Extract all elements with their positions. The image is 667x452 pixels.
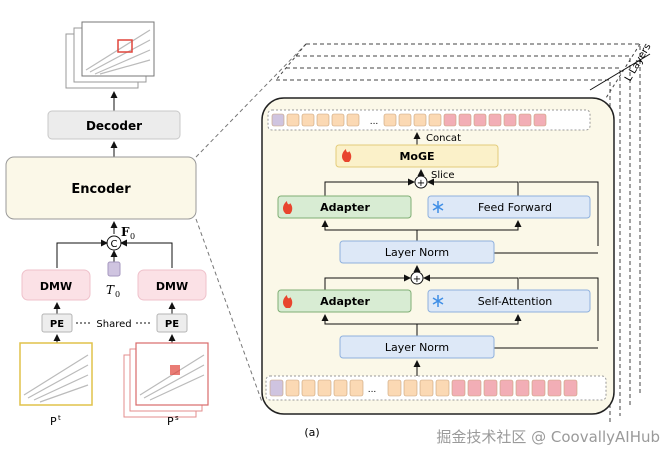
token-r (483, 379, 498, 397)
slice-label: Slice (431, 170, 455, 181)
self-attention-snowflake-icon (432, 295, 444, 307)
concat-label: Concat (426, 133, 461, 144)
ps-superscript: s (175, 414, 179, 422)
token-o (428, 113, 442, 127)
token-o (398, 113, 412, 127)
pt-label: P (50, 415, 57, 428)
token-r (531, 379, 546, 397)
token-o (286, 113, 300, 127)
token-o (413, 113, 427, 127)
svg-text:DMW: DMW (40, 280, 72, 293)
figure-caption: (a) (304, 426, 319, 439)
concat-symbol: C (111, 239, 118, 250)
t0-label: T (106, 283, 115, 297)
svg-text:PE: PE (165, 319, 179, 330)
token-o (419, 379, 434, 397)
layers-bracket: L Layers (589, 42, 654, 91)
token-r (499, 379, 514, 397)
svg-text:PE: PE (50, 319, 64, 330)
token-o (317, 379, 332, 397)
token-o (346, 113, 360, 127)
output-pointcloud-images (65, 21, 155, 89)
token-r (515, 379, 530, 397)
svg-text:DMW: DMW (156, 280, 188, 293)
token-r (503, 113, 517, 127)
bottom-ellipsis: ... (368, 385, 377, 395)
shared-label: Shared (96, 319, 131, 330)
watermark: 掘金技术社区 @ CoovallyAIHub (436, 428, 660, 446)
top-token-row (267, 109, 591, 131)
adapter-top-block: Adapter (277, 195, 412, 219)
token-o (435, 379, 450, 397)
svg-text:Adapter: Adapter (320, 201, 370, 214)
dmw-right: DMW (137, 269, 207, 301)
input-image-ps (123, 342, 209, 418)
self-attention-block: Self-Attention (427, 289, 591, 313)
token-r (547, 379, 562, 397)
svg-text:Self-Attention: Self-Attention (478, 295, 553, 308)
layer-norm-bottom-block: Layer Norm (339, 335, 495, 359)
input-image-pt (19, 342, 93, 406)
token-o (301, 379, 316, 397)
decoder-label: Decoder (86, 119, 142, 133)
svg-text:MoGE: MoGE (399, 150, 434, 163)
svg-text:Adapter: Adapter (320, 295, 370, 308)
layer-norm-top-block: Layer Norm (339, 240, 495, 264)
token-p (271, 113, 285, 127)
token-o (301, 113, 315, 127)
token-r (473, 113, 487, 127)
layers-label: L Layers (623, 42, 653, 84)
token-r (467, 379, 482, 397)
moge-flame-icon (342, 149, 352, 162)
moge-block: MoGE (335, 144, 499, 168)
bottom-token-row (265, 375, 607, 401)
feature-subscript: 0 (130, 232, 135, 241)
encoder-block: Encoder (5, 156, 197, 220)
decoder-block: Decoder (47, 110, 181, 140)
token-o (316, 113, 330, 127)
adapter-top-flame-icon (283, 201, 293, 214)
token-r (533, 113, 547, 127)
encoder-label: Encoder (71, 182, 131, 197)
t0-subscript: 0 (115, 290, 120, 299)
token-p (269, 379, 284, 397)
token-o (403, 379, 418, 397)
pe-left: PE (41, 313, 73, 333)
pe-right: PE (156, 313, 188, 333)
token-o (383, 113, 397, 127)
token-o (349, 379, 364, 397)
svg-text:Feed Forward: Feed Forward (478, 201, 552, 214)
adapter-bottom-block: Adapter (277, 289, 412, 313)
token-o (331, 113, 345, 127)
top-ellipsis: ... (370, 117, 379, 127)
adapter-bottom-flame-icon (283, 295, 293, 308)
ps-label: P (167, 415, 174, 428)
feature-label: F (121, 225, 130, 239)
token-o (333, 379, 348, 397)
svg-text:Layer Norm: Layer Norm (385, 341, 449, 354)
feed-forward-snowflake-icon (432, 201, 444, 213)
token-r (458, 113, 472, 127)
token-r (488, 113, 502, 127)
t0-token (107, 261, 121, 277)
svg-text:Layer Norm: Layer Norm (385, 246, 449, 259)
plus-top: + (417, 178, 425, 189)
dmw-left: DMW (21, 269, 91, 301)
token-r (518, 113, 532, 127)
token-o (285, 379, 300, 397)
token-r (443, 113, 457, 127)
feed-forward-block: Feed Forward (427, 195, 591, 219)
token-o (387, 379, 402, 397)
token-r (451, 379, 466, 397)
token-r (563, 379, 578, 397)
pt-superscript: t (58, 414, 61, 422)
plus-middle: + (413, 274, 421, 285)
